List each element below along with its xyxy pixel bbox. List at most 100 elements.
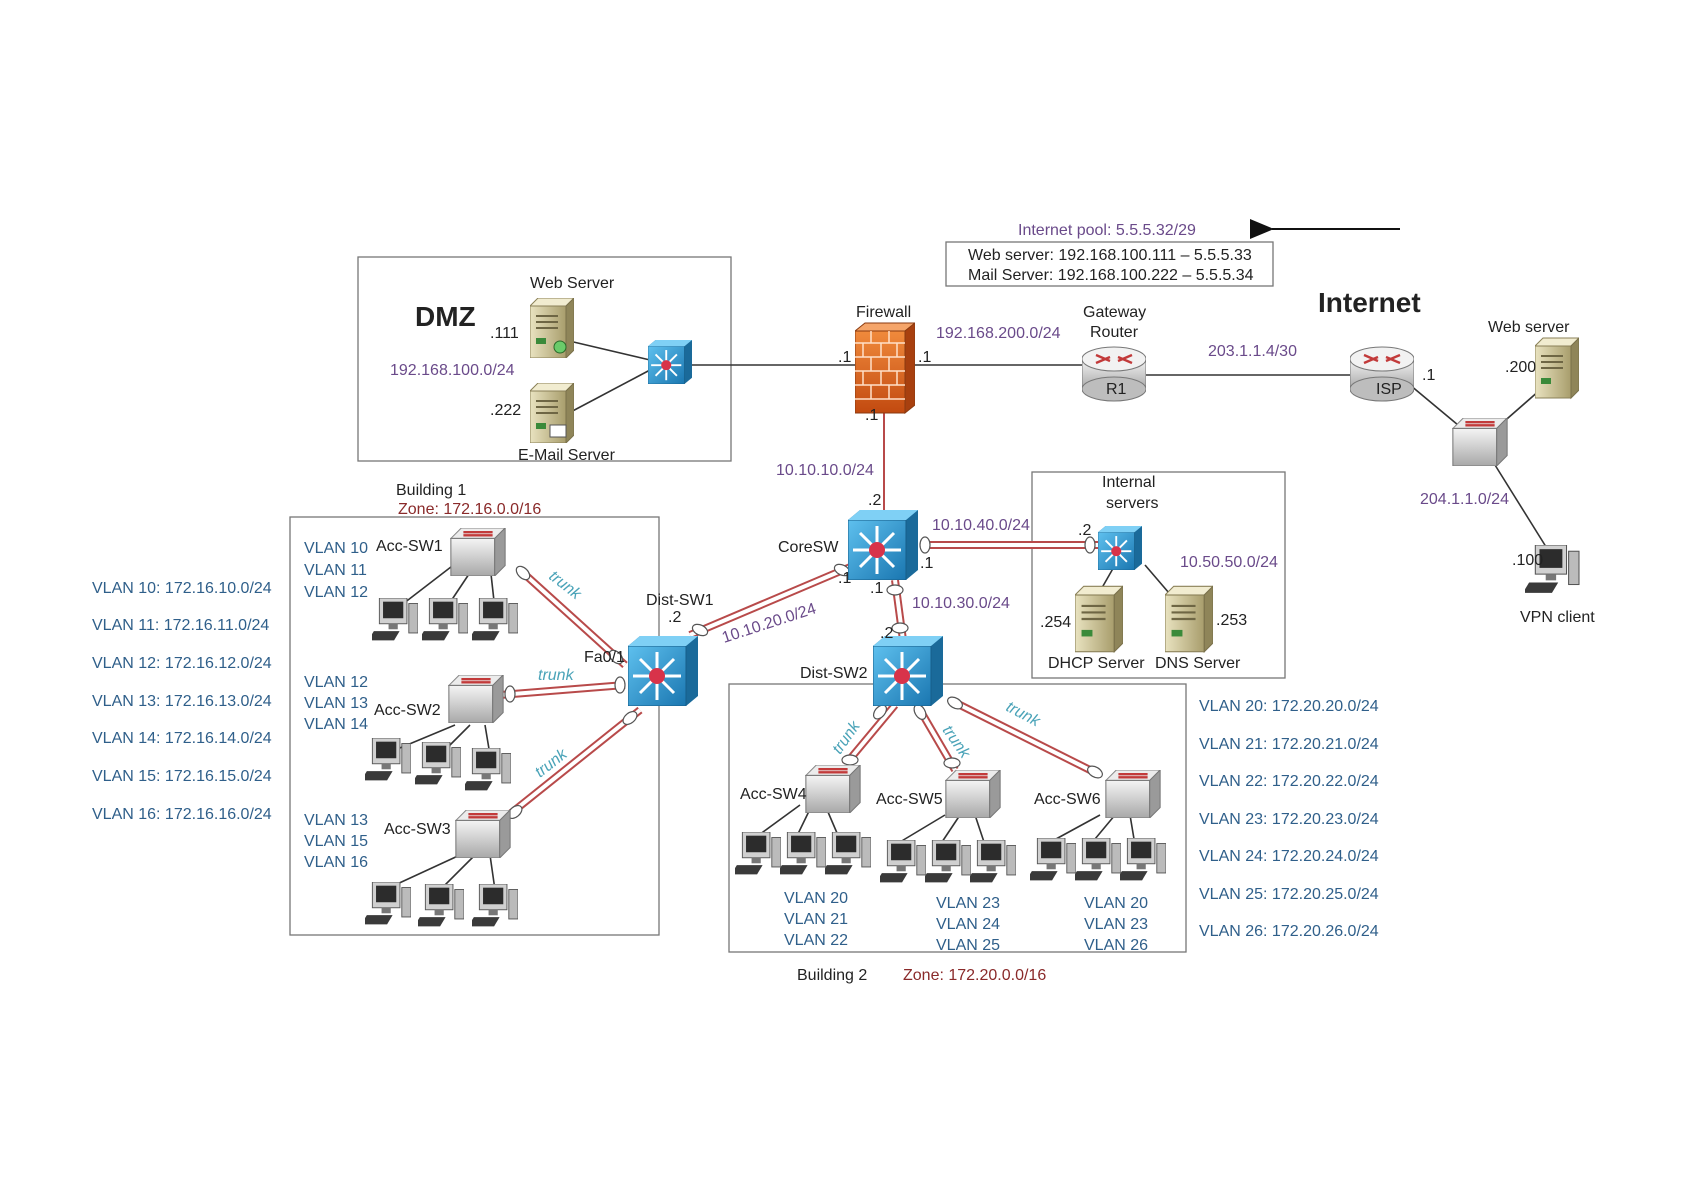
core-top-ip: .2 (868, 492, 881, 509)
acc-sw4-vlans: VLAN 20 VLAN 21 VLAN 22 (784, 890, 848, 949)
pc-icon (925, 840, 971, 883)
vlan-tag: VLAN 20 (784, 890, 848, 907)
vlan-tag: VLAN 14 (304, 716, 368, 733)
vlan-tag: VLAN 24 (936, 916, 1000, 933)
globe-icon (553, 340, 567, 354)
acc-sw6-vlans: VLAN 20 VLAN 23 VLAN 26 (1084, 895, 1148, 954)
core-int-subnet: 10.10.40.0/24 (932, 517, 1030, 534)
acc-sw6-icon (1105, 770, 1161, 818)
pc-icon (880, 840, 926, 883)
dmz-mail-server-label: E-Mail Server (518, 447, 616, 464)
vlan-subnet-item: VLAN 11: 172.16.11.0/24 (92, 617, 269, 634)
vlan-tag: VLAN 11 (304, 562, 367, 579)
firewall-icon (855, 322, 915, 414)
core-int-ip: .1 (920, 555, 933, 572)
pc-icon (1120, 838, 1166, 881)
building1-pcs (365, 598, 518, 927)
fw-out-ip: .1 (918, 349, 931, 366)
ds2-ip: .2 (880, 625, 893, 642)
isp-label: ISP (1376, 381, 1402, 398)
acc-sw3-label: Acc-SW3 (384, 821, 451, 838)
vlan-subnet-item: VLAN 12: 172.16.12.0/24 (92, 655, 272, 672)
pc-icon (465, 748, 511, 791)
pc-icon (422, 598, 468, 641)
dmz-label: DMZ (415, 301, 476, 332)
acc-sw3-vlans: VLAN 13 VLAN 15 VLAN 16 (304, 812, 368, 871)
isp-subnet-label: 203.1.1.4/30 (1208, 343, 1297, 360)
acc-sw1-vlans: VLAN 10 VLAN 11 VLAN 12 (304, 540, 368, 601)
pc-icon (472, 884, 518, 927)
right-vlan-list: VLAN 20: 172.20.20.0/24 VLAN 21: 172.20.… (1199, 698, 1379, 940)
internal-servers-box (1031, 471, 1286, 679)
vlan-tag: VLAN 13 (304, 812, 368, 829)
pc-icon (1075, 838, 1121, 881)
fw-gw-subnet: 192.168.200.0/24 (936, 325, 1061, 342)
dist-sw1-icon (628, 636, 698, 706)
ds2-subnet: 10.10.30.0/24 (912, 595, 1010, 612)
vlan-subnet-item: VLAN 25: 172.20.25.0/24 (1199, 886, 1379, 903)
vlan-subnet-item: VLAN 26: 172.20.26.0/24 (1199, 923, 1379, 940)
vlan-tag: VLAN 10 (304, 540, 368, 557)
vlan-tag: VLAN 22 (784, 932, 848, 949)
acc-sw3-icon (455, 810, 511, 858)
dns-server-label: DNS Server (1155, 655, 1241, 672)
vlan-tag: VLAN 23 (936, 895, 1000, 912)
vlan-subnet-item: VLAN 13: 172.16.13.0/24 (92, 693, 272, 710)
vlan-subnet-item: VLAN 20: 172.20.20.0/24 (1199, 698, 1379, 715)
pc-icon (735, 832, 781, 875)
building1-label: Building 1 (396, 482, 466, 499)
pc-icon (365, 882, 411, 925)
internal-servers-label-1: Internal (1102, 474, 1155, 491)
nat-mail-label: Mail Server: 192.168.100.222 – 5.5.5.34 (968, 267, 1254, 284)
acc-sw1-label: Acc-SW1 (376, 538, 443, 555)
core-ds1-ip: .1 (838, 570, 851, 587)
dist-sw2-icon (873, 636, 943, 706)
vlan-tag: VLAN 12 (304, 584, 368, 601)
fa01-label: Fa0/1 (584, 649, 625, 666)
internal-servers-label-2: servers (1106, 495, 1158, 512)
ds1-ip: .2 (668, 609, 681, 626)
core-ds2-ip: .1 (870, 580, 883, 597)
acc-sw5-label: Acc-SW5 (876, 791, 943, 808)
double-links (499, 541, 1102, 822)
remote-web-server-label: Web server (1488, 319, 1570, 336)
pc-icon (365, 738, 411, 781)
vlan-tag: VLAN 23 (1084, 916, 1148, 933)
dns-ip: .253 (1216, 612, 1247, 629)
nat-table-box (945, 241, 1274, 287)
building2-pcs (735, 832, 1166, 883)
building2-box (728, 683, 1187, 953)
pc-icon (970, 840, 1016, 883)
vlan-tag: VLAN 12 (304, 674, 368, 691)
dhcp-server-icon (1075, 585, 1123, 653)
vlan-tag: VLAN 16 (304, 854, 368, 871)
acc-sw2-vlans: VLAN 12 VLAN 13 VLAN 14 (304, 674, 368, 733)
vlan-subnet-item: VLAN 21: 172.20.21.0/24 (1199, 736, 1379, 753)
dmz-subnet-label: 192.168.100.0/24 (390, 362, 515, 379)
pc-icon (780, 832, 826, 875)
r1-label: R1 (1106, 381, 1127, 398)
int-sw-ip: .2 (1078, 522, 1091, 539)
coresw-icon (848, 510, 918, 580)
acc-sw4-label: Acc-SW4 (740, 786, 807, 803)
vlan-subnet-item: VLAN 16: 172.16.16.0/24 (92, 806, 272, 823)
fw-core-ip: .1 (865, 407, 878, 424)
vlan-subnet-item: VLAN 14: 172.16.14.0/24 (92, 730, 272, 747)
vpn-ip: .100 (1512, 552, 1543, 569)
dhcp-ip: .254 (1040, 614, 1071, 631)
pc-icon (472, 598, 518, 641)
ds1-subnet: 10.10.20.0/24 (720, 600, 818, 646)
pc-icon (415, 742, 461, 785)
pc-icon (418, 884, 464, 927)
acc-sw4-icon (805, 765, 861, 813)
vlan-subnet-item: VLAN 15: 172.16.15.0/24 (92, 768, 272, 785)
internet-pool-label: Internet pool: 5.5.5.32/29 (1018, 222, 1196, 239)
acc-sw2-label: Acc-SW2 (374, 702, 441, 719)
dns-server-icon (1165, 585, 1213, 653)
vlan-tag: VLAN 21 (784, 911, 848, 928)
trunk-label: trunk (538, 667, 575, 684)
vlan-tag: VLAN 25 (936, 937, 1000, 954)
dmz-web-server-label: Web Server (530, 275, 615, 292)
isp-ip: .1 (1422, 367, 1435, 384)
